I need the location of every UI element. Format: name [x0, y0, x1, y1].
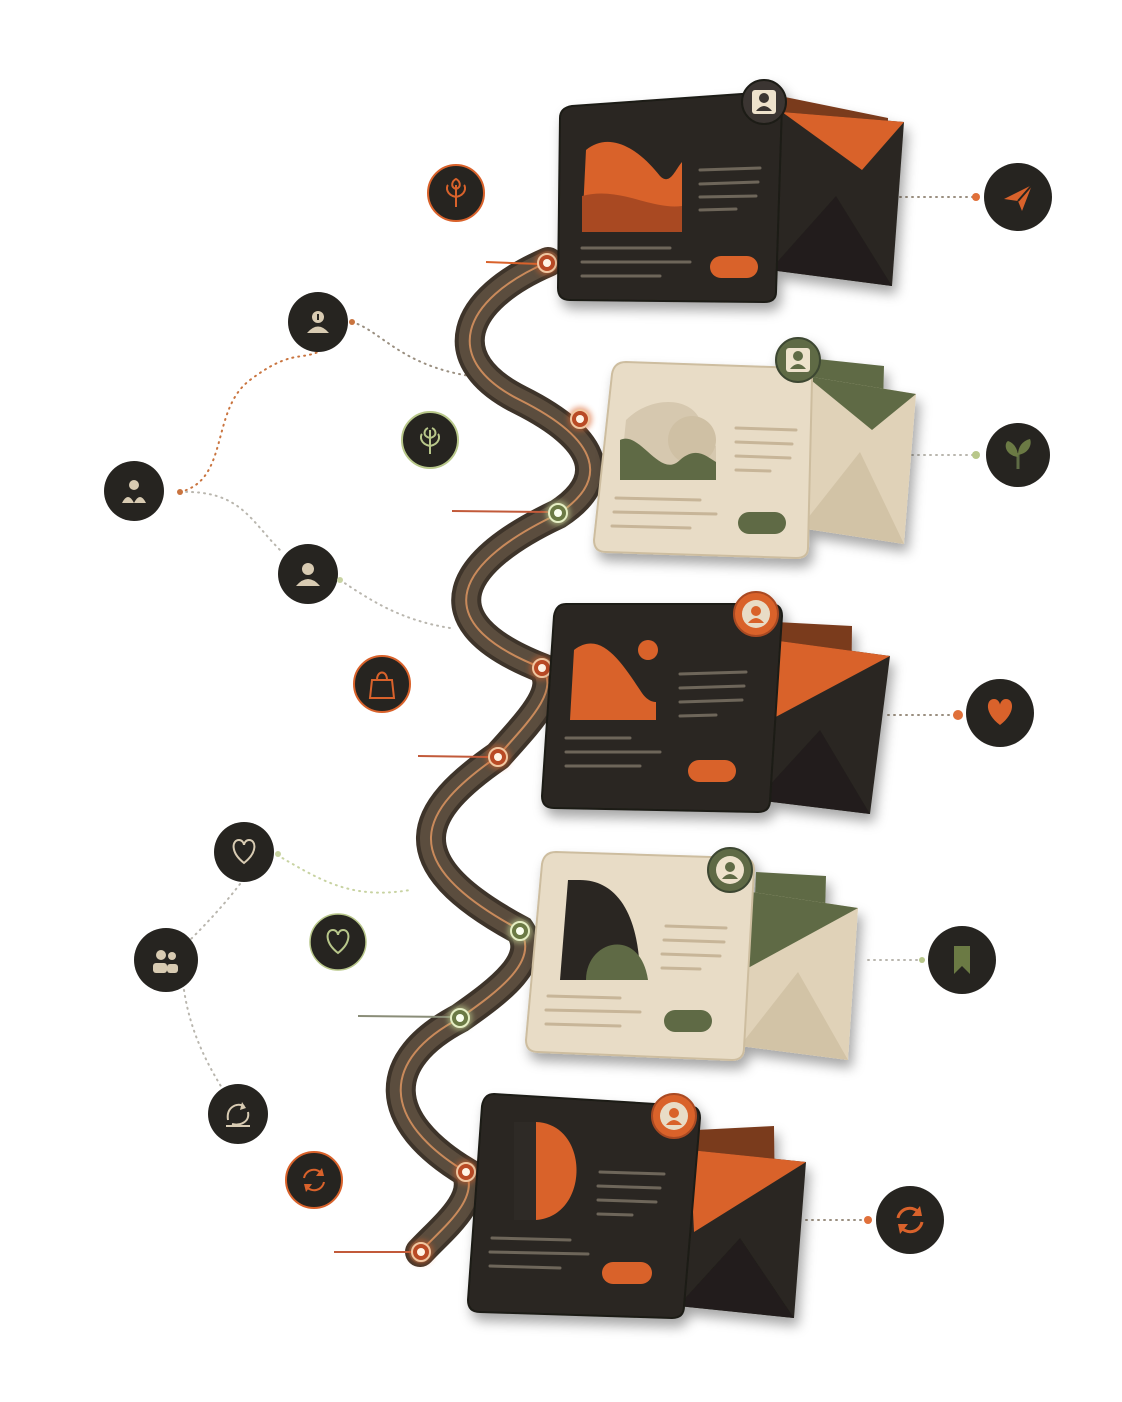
paper-plane-icon[interactable]: [984, 163, 1052, 231]
user-group-icon[interactable]: [104, 461, 164, 521]
shopping-bag-icon[interactable]: [353, 655, 411, 713]
pointer-line: [485, 261, 541, 265]
avatar-badge: [733, 591, 779, 637]
avatar-badge: [775, 337, 821, 383]
connector-line: [271, 851, 411, 894]
refresh-icon[interactable]: [285, 1151, 343, 1209]
recycle-icon[interactable]: [208, 1084, 268, 1144]
heart-outline-icon[interactable]: [309, 913, 367, 971]
side-icons: [104, 164, 485, 1209]
action-icons: [864, 163, 1052, 1254]
pointer-line: [451, 510, 549, 513]
heart-icon[interactable]: [966, 679, 1034, 747]
bookmark-icon[interactable]: [928, 926, 996, 994]
envelope: [740, 872, 858, 1060]
heart-outline-icon[interactable]: [214, 822, 274, 882]
road-node: [508, 919, 532, 943]
road-node: [546, 501, 570, 525]
stage-card-4: [524, 847, 858, 1062]
node-pointers: [334, 261, 549, 1253]
stage-card-2: [592, 337, 916, 560]
envelope: [800, 358, 916, 544]
connector-lines: [179, 196, 977, 1221]
avatar-badge: [707, 847, 753, 893]
connector-line: [339, 579, 451, 629]
connector-line: [189, 883, 241, 941]
connector-line: [179, 351, 319, 493]
envelope: [678, 1126, 806, 1318]
stage-card-1: [556, 79, 904, 304]
refresh-icon[interactable]: [876, 1186, 944, 1254]
envelope: [756, 622, 890, 814]
user-icon[interactable]: [288, 292, 348, 352]
leaf-icon[interactable]: [401, 411, 459, 469]
road-node: [535, 251, 559, 275]
pointer-line: [357, 1015, 451, 1018]
road-node: [448, 1006, 472, 1030]
connector-line: [183, 989, 223, 1089]
envelope: [770, 96, 904, 286]
stage-card-3: [540, 591, 890, 814]
user-icon[interactable]: [278, 544, 338, 604]
users-icon[interactable]: [134, 928, 198, 992]
road-node: [530, 656, 554, 680]
leaf-icon[interactable]: [986, 423, 1050, 487]
connector-line: [351, 321, 471, 377]
avatar-badge: [651, 1093, 697, 1139]
road-node: [454, 1160, 478, 1184]
pointer-line: [417, 755, 489, 758]
sprout-icon[interactable]: [427, 164, 485, 222]
road-node: [486, 745, 510, 769]
road-node: [409, 1240, 433, 1264]
road-node: [568, 407, 592, 431]
road-nodes: [409, 251, 592, 1264]
stage-card-5: [466, 1092, 806, 1320]
avatar-badge: [741, 79, 787, 125]
connector-line: [179, 490, 281, 551]
